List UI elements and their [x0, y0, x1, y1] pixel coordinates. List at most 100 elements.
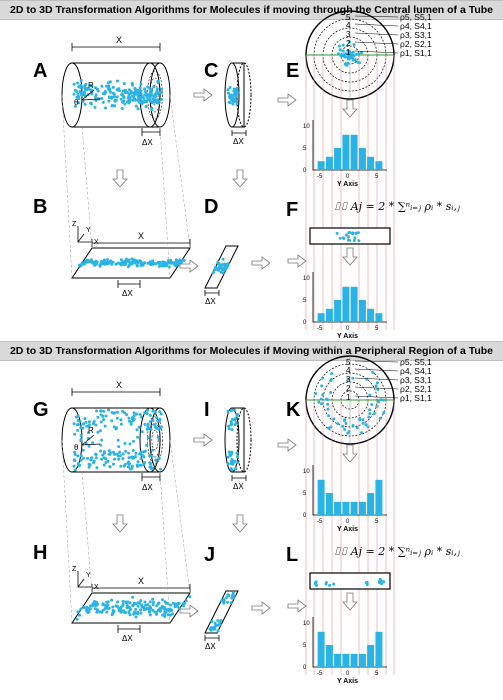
axis-x-label: X	[94, 239, 99, 246]
cylinder-molecule	[156, 435, 160, 439]
ring-leader-1	[354, 395, 399, 399]
histogram-upper-ytick: 10	[303, 124, 310, 130]
cylinder-molecule	[105, 84, 108, 88]
cylinder-molecule	[102, 450, 106, 454]
cylinder-molecule	[152, 85, 156, 89]
ring-molecule	[354, 52, 358, 56]
cylinder-molecule	[119, 97, 123, 101]
projection-molecule	[139, 608, 143, 612]
theta-label: θ	[74, 98, 79, 107]
panel-label-e: E	[286, 60, 300, 82]
cylinder-molecule	[113, 95, 116, 99]
cylinder-molecule	[128, 100, 132, 104]
cylinder-molecule	[146, 408, 150, 412]
cylinder-molecule	[151, 97, 155, 101]
projection-molecule	[142, 608, 146, 612]
ring-molecule	[351, 53, 355, 57]
ring-molecule	[326, 398, 329, 402]
cylinder-molecule	[157, 457, 161, 460]
ring-molecule	[364, 423, 368, 427]
histogram-lower-bar	[367, 645, 375, 667]
projection-molecule	[153, 610, 157, 614]
cylinder-molecule	[143, 422, 147, 426]
projection-molecule	[176, 604, 180, 608]
panel-label-j: J	[204, 544, 216, 566]
slice-molecule	[235, 451, 239, 455]
cylinder-molecule	[122, 464, 126, 468]
projection-molecule	[148, 605, 152, 609]
dimension-dx-line	[141, 473, 161, 481]
cylinder-molecule	[153, 423, 157, 427]
ring-number-5: 5	[346, 13, 351, 22]
projection-molecule	[140, 603, 143, 607]
section-heading-central: 2D to 3D Transformation Algorithms for M…	[0, 0, 503, 20]
cylinder-molecule	[80, 93, 84, 97]
ring-number-4: 4	[346, 21, 351, 30]
projection-molecule	[124, 257, 128, 261]
cylinder-molecule	[139, 89, 143, 93]
ring-molecule	[351, 376, 355, 380]
cylinder-ring-3	[151, 429, 159, 451]
axes-triad	[77, 226, 92, 243]
ring-number-5: 5	[346, 358, 351, 367]
ring-leader-2	[354, 41, 399, 45]
histogram-lower-xtick: 0	[346, 326, 350, 332]
projection-molecule	[107, 606, 111, 610]
cylinder-molecule	[146, 436, 150, 440]
cylinder-molecule	[76, 428, 80, 432]
cylinder-molecule	[76, 454, 80, 458]
panel-label-a: A	[33, 60, 48, 82]
ring-molecule	[326, 402, 330, 406]
strip-ring-molecule	[348, 231, 352, 234]
strip-ring-molecule	[315, 583, 318, 587]
cylinder-molecule	[87, 462, 91, 466]
projection-molecule	[76, 610, 80, 614]
cylinder-molecule	[130, 455, 133, 459]
slice-molecule	[231, 417, 234, 421]
cylinder-molecule	[101, 453, 105, 457]
ring-molecule	[329, 391, 333, 394]
cylinder-molecule	[88, 83, 92, 87]
cylinder-molecule	[140, 101, 144, 105]
histogram-lower-bar	[317, 313, 325, 322]
cylinder-molecule	[111, 85, 115, 89]
cylinder-molecule	[138, 412, 142, 416]
cylinder-molecule	[139, 92, 143, 96]
cylinder-molecule	[135, 428, 139, 432]
arrow-b-to-d	[179, 604, 199, 618]
cylinder-molecule	[145, 95, 149, 99]
ring-strip	[309, 572, 391, 590]
cylinder-molecule	[160, 87, 164, 91]
cylinder-molecule	[89, 458, 93, 462]
cylinder-body	[72, 407, 160, 473]
cylinder-molecule	[92, 422, 95, 425]
cylinder-molecule	[77, 85, 81, 89]
slice-back-face	[236, 407, 252, 473]
slice-molecule	[235, 89, 239, 93]
arrow-d-to-f	[251, 601, 271, 615]
cylinder-molecule	[94, 99, 98, 102]
cylinder-molecule	[94, 93, 98, 97]
projection-molecule	[143, 600, 147, 604]
projection-molecule	[134, 261, 138, 265]
cylinder-molecule	[90, 102, 93, 106]
strip-molecule	[221, 271, 225, 275]
area-equation-top: ⌷⌷ Aj = 2 * ∑ⁿᵢ₌ⱼ ρᵢ * sᵢ,ⱼ	[334, 200, 460, 213]
projection-molecule	[150, 261, 154, 265]
ring-number-3: 3	[346, 30, 351, 39]
cylinder-molecule	[151, 409, 155, 413]
cylinder-molecule	[72, 464, 76, 468]
cylinder-molecule	[118, 450, 122, 454]
cylinder-molecule	[143, 461, 147, 465]
cylinder-molecule	[145, 443, 149, 447]
projection-molecule	[122, 609, 126, 613]
ring-strip	[309, 227, 391, 245]
projection-molecule	[151, 597, 155, 601]
cylinder-molecule	[100, 457, 104, 461]
ring-molecule	[376, 388, 380, 391]
cylinder-molecule	[116, 79, 119, 83]
ring-molecule	[382, 398, 386, 402]
ring-molecule	[360, 51, 363, 55]
cylinder-molecule	[132, 417, 136, 421]
